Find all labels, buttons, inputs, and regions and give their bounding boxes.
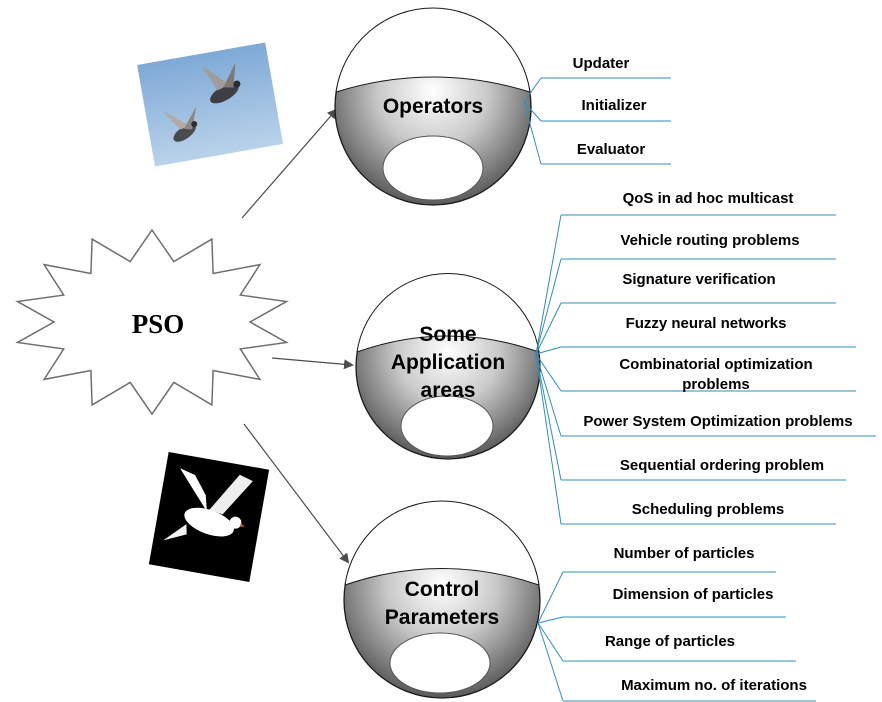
branch-line xyxy=(537,616,564,624)
branch-line xyxy=(523,101,542,122)
pso-center-node: PSO xyxy=(15,228,289,416)
leaf-combinatorial-line-2: problems xyxy=(682,376,750,393)
control-sphere-highlight xyxy=(344,500,540,586)
applications-sphere-highlight xyxy=(356,273,540,353)
branch-line xyxy=(535,353,562,481)
operators-sphere-reflection xyxy=(382,135,484,201)
leaf-fuzzy-neural: Fuzzy neural networks xyxy=(626,315,787,332)
branch-line xyxy=(523,77,542,103)
control-node: Control Parameters xyxy=(343,500,541,699)
branch-line xyxy=(535,353,562,437)
control-sphere-reflection xyxy=(389,632,491,694)
branch-line xyxy=(535,353,562,525)
leaf-sequential-ordering: Sequential ordering problem xyxy=(620,457,824,474)
branch-line xyxy=(535,258,562,355)
leaf-combinatorial-line-1: Combinatorial optimization xyxy=(619,356,812,373)
control-branches: Number of particles Dimension of particl… xyxy=(537,545,816,702)
branch-line xyxy=(523,101,542,165)
leaf-evaluator: Evaluator xyxy=(577,141,646,158)
applications-title-line-3: areas xyxy=(421,379,476,402)
operators-node: Operators xyxy=(334,7,532,206)
starburst-shape xyxy=(15,228,289,416)
leaf-qos-multicast: QoS in ad hoc multicast xyxy=(623,190,794,207)
leaf-max-iterations: Maximum no. of iterations xyxy=(621,677,807,694)
leaf-dimension-of-particles: Dimension of particles xyxy=(613,586,774,603)
white-dove-photo xyxy=(148,452,270,582)
leaf-signature-verification: Signature verification xyxy=(622,271,775,288)
leaf-scheduling: Scheduling problems xyxy=(632,501,785,518)
applications-title-line-2: Application xyxy=(391,351,505,374)
applications-sphere-reflection xyxy=(400,395,494,457)
arrow-to-operators xyxy=(241,108,338,219)
applications-branches: QoS in ad hoc multicast Vehicle routing … xyxy=(535,190,876,525)
leaf-initializer: Initializer xyxy=(581,97,646,114)
operators-sphere-highlight xyxy=(335,7,531,93)
branch-line xyxy=(535,302,562,355)
control-title-line-2: Parameters xyxy=(385,606,499,629)
applications-node: Some Application areas xyxy=(355,273,541,460)
branch-line xyxy=(535,214,562,355)
operators-branches: Updater Initializer Evaluator xyxy=(523,55,671,165)
leaf-power-system: Power System Optimization problems xyxy=(583,413,852,430)
leaf-updater: Updater xyxy=(573,55,630,72)
leaf-number-of-particles: Number of particles xyxy=(614,545,755,562)
pigeons-photo xyxy=(137,42,284,167)
operators-title: Operators xyxy=(383,95,483,118)
arrow-to-applications xyxy=(271,357,354,370)
branch-line xyxy=(537,622,564,662)
arrow-to-control xyxy=(243,423,350,564)
branch-line xyxy=(537,571,564,624)
branch-line xyxy=(535,353,562,392)
pso-center-label: PSO xyxy=(132,309,185,339)
leaf-vehicle-routing: Vehicle routing problems xyxy=(620,232,799,249)
branch-line xyxy=(537,622,564,702)
applications-title-line-1: Some xyxy=(419,323,476,346)
branch-line xyxy=(535,346,562,355)
control-title-line-1: Control xyxy=(405,578,480,601)
leaf-range-of-particles: Range of particles xyxy=(605,633,735,650)
